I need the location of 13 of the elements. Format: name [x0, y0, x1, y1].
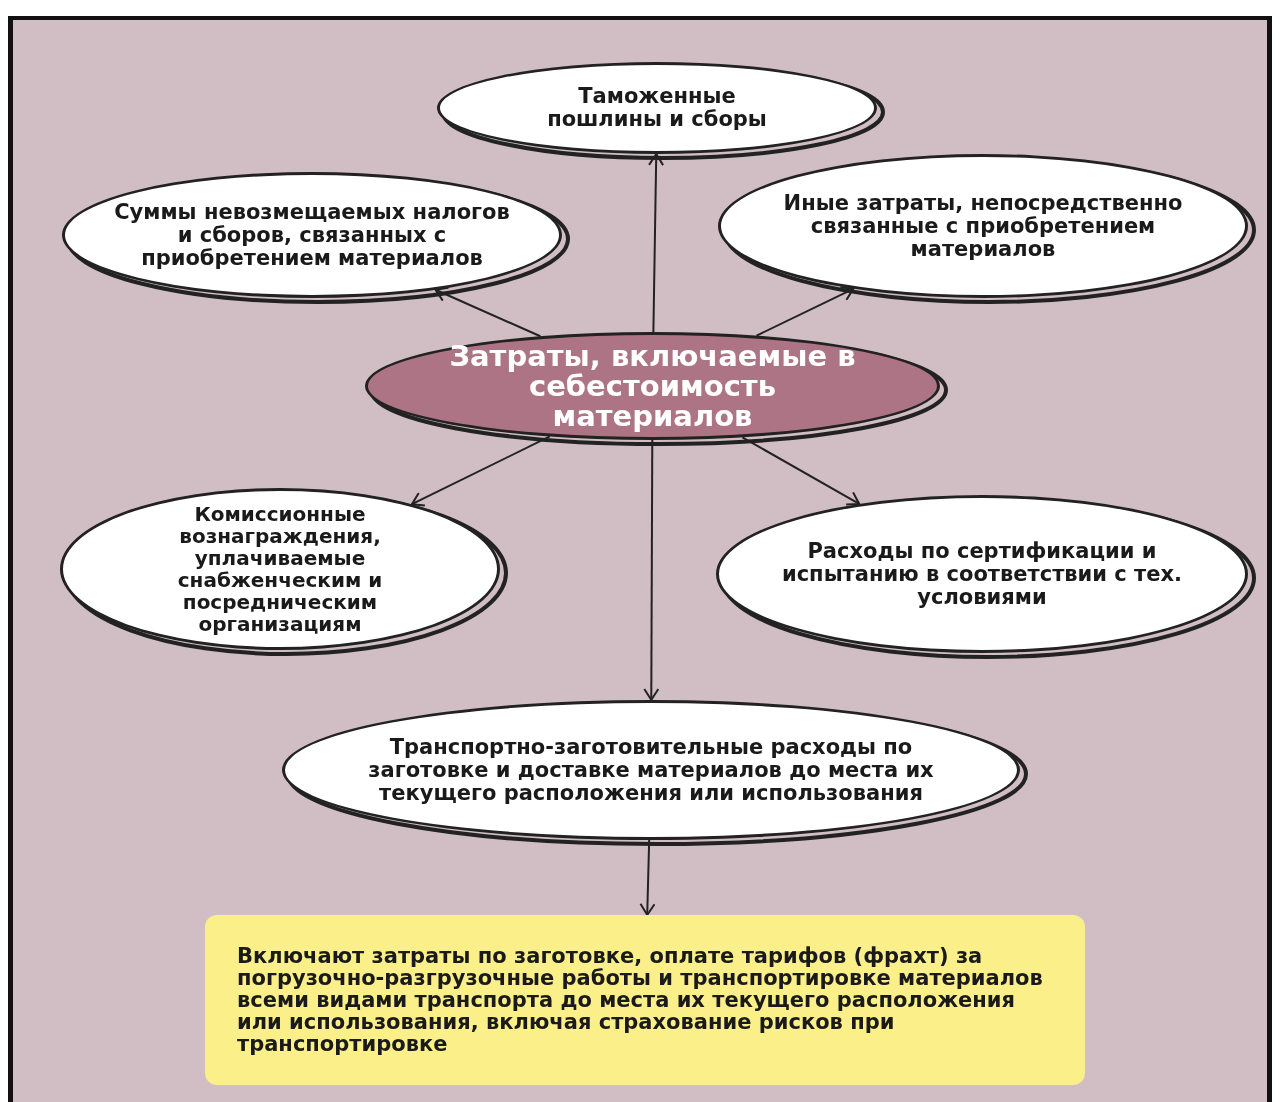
note-box [205, 915, 1085, 1085]
note-text: Включают затраты по заготовке, оплате тарифов (фрахт) за погрузочно-разгрузочные работы и транспортировке материалов всеми видами транспорта до места их текущего расположения или использования, включая страхование рисков при транспортировке [237, 945, 1044, 1055]
node-label: Расходы по сертификации и испытанию в соответствии с тех. условиями [780, 539, 1184, 609]
arrow [639, 839, 656, 916]
node-label: Затраты, включаемые в себестоимость материалов [448, 341, 857, 431]
node-label: Таможенные пошлины и сборы [546, 85, 768, 131]
node-label: Транспортно-заготовительные расходы по заготовке и доставке материалов до места их текущего расположения или использования [367, 735, 935, 805]
node-label: Иные затраты, непосредственно связанные с приобретением материалов [782, 191, 1184, 261]
node-label: Суммы невозмещаемых налогов и сборов, связанных с приобретением материалов [113, 200, 511, 270]
arrow [434, 286, 542, 338]
arrow [643, 439, 660, 701]
arrow [648, 153, 665, 333]
node-label: Комиссионные вознаграждения, уплачиваемые снабженческим и посредническим организациям [176, 503, 384, 635]
